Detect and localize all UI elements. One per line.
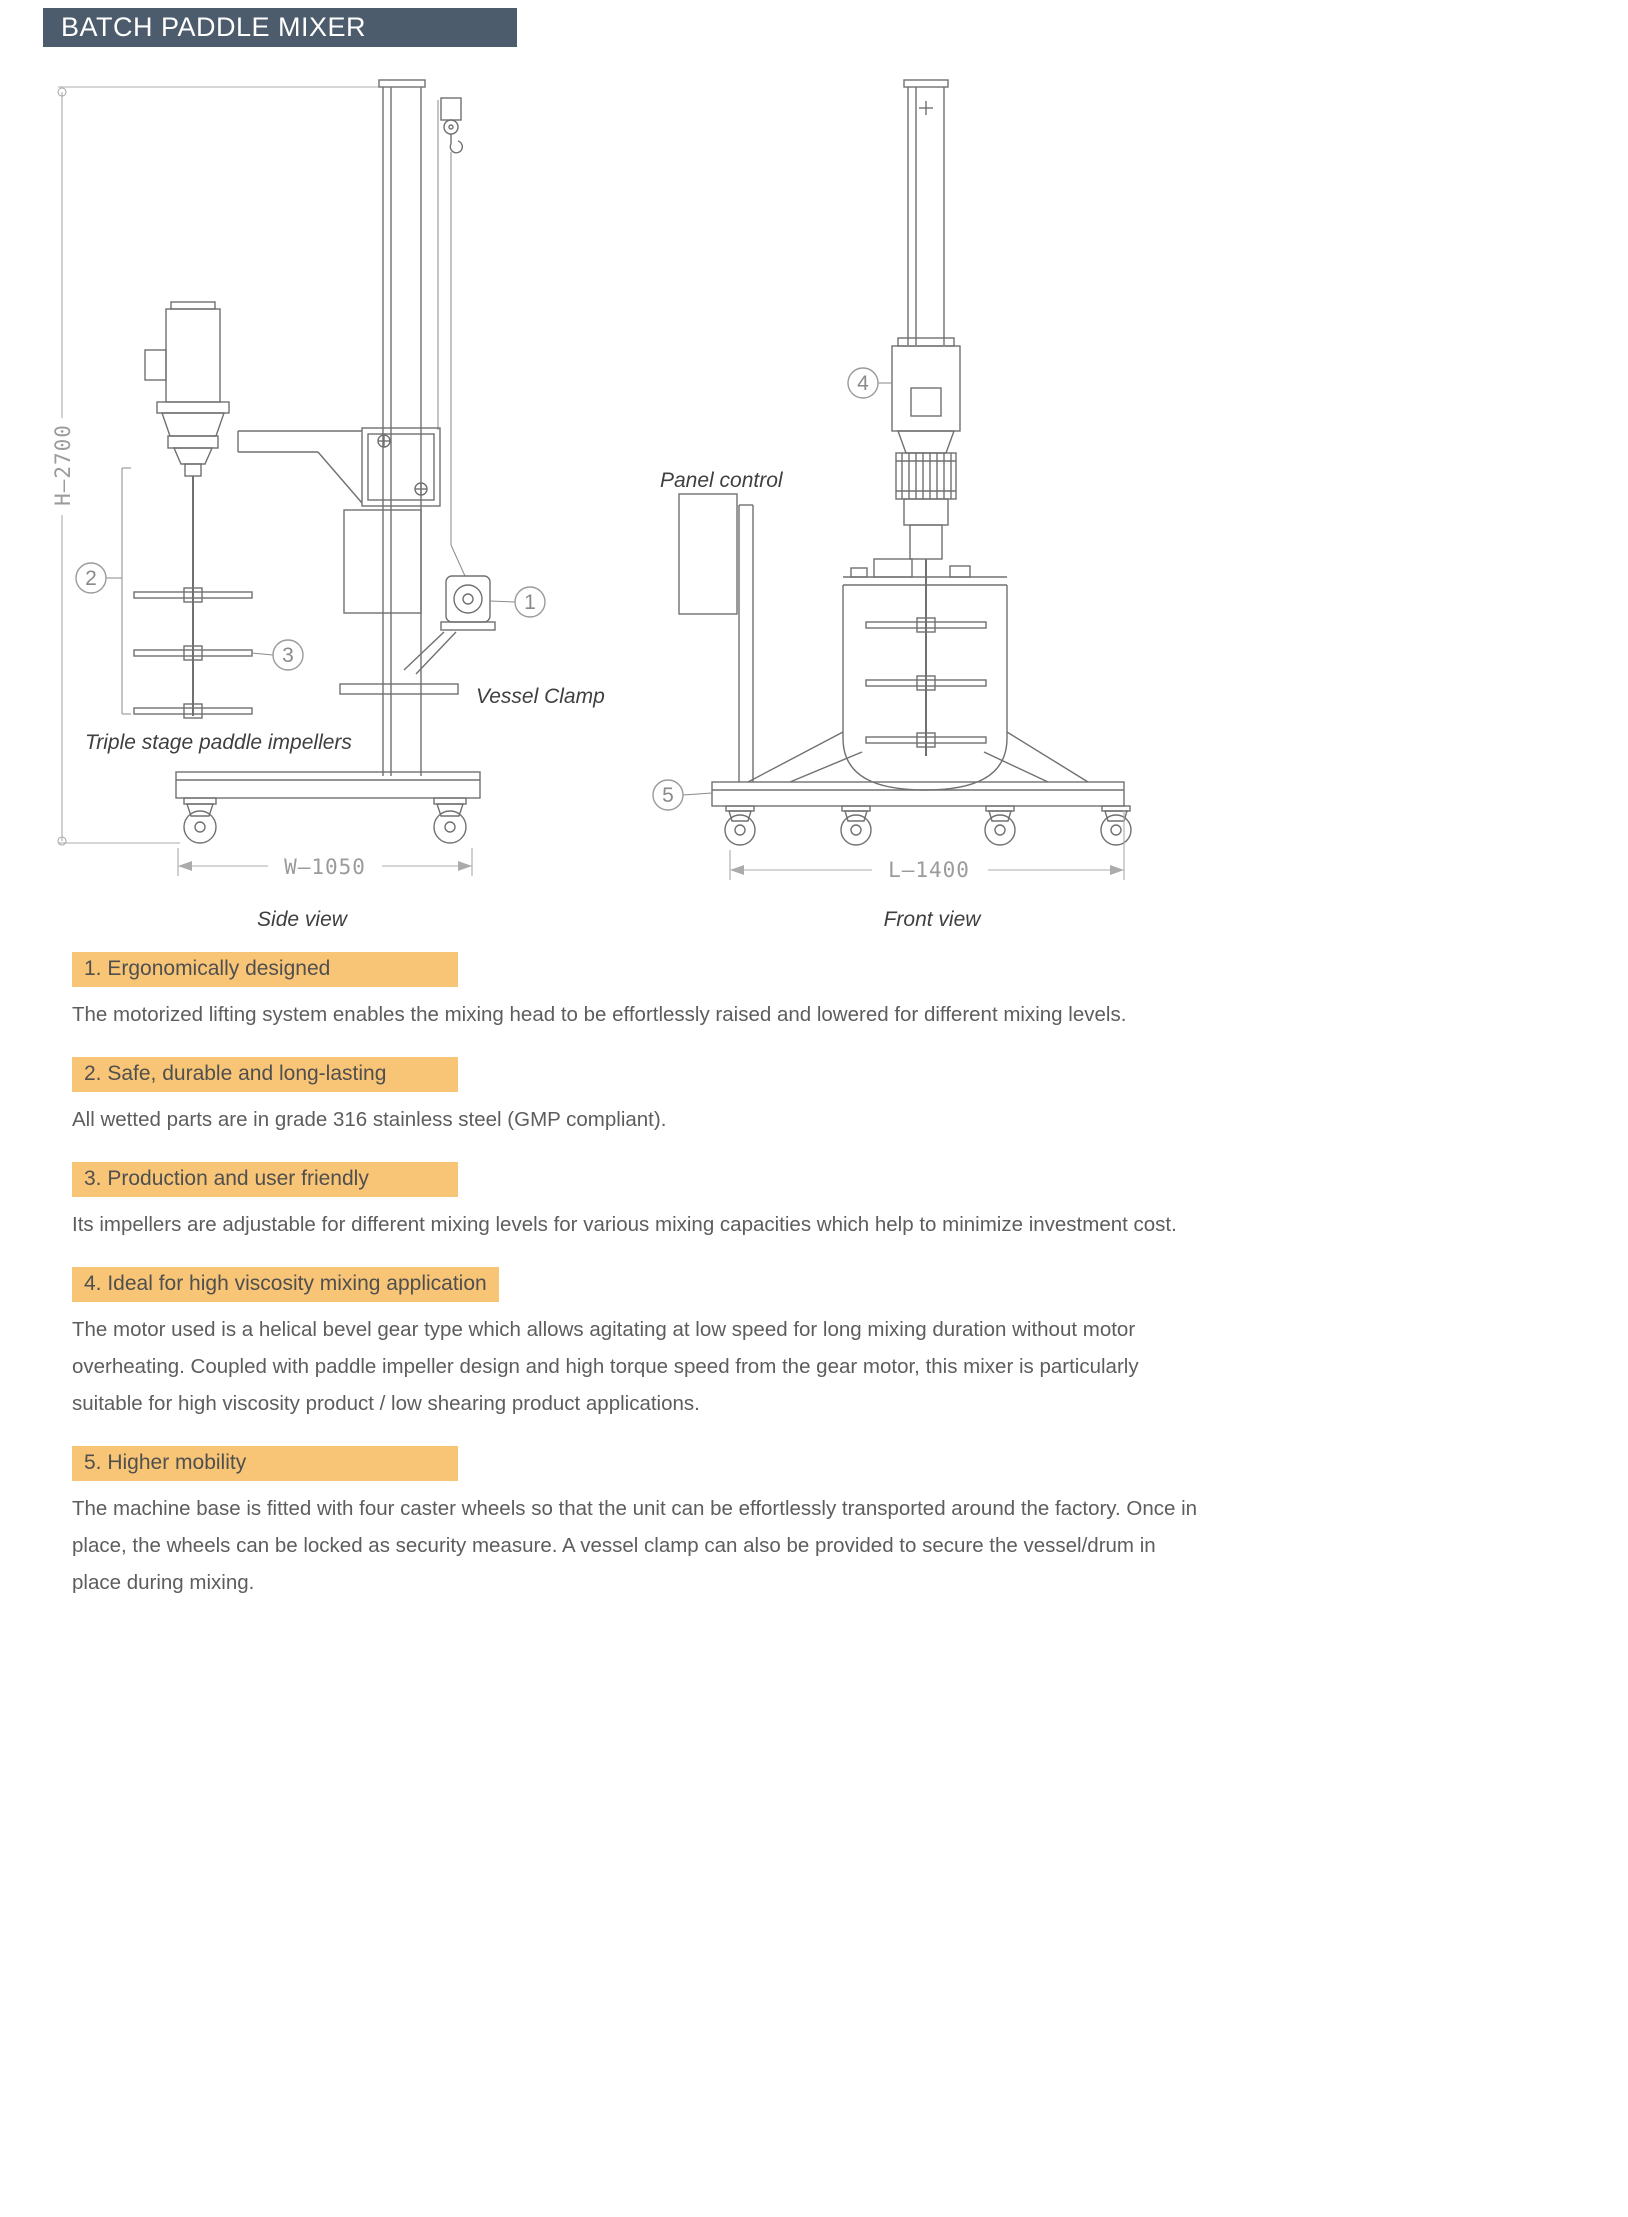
dimension-height (57, 86, 384, 846)
front-caster-1 (724, 805, 756, 846)
feature-heading-2: 2. Safe, durable and long-lasting (72, 1057, 458, 1092)
callout-5: 5 (652, 779, 713, 811)
front-caster-2 (840, 805, 872, 846)
front-view-drawing: Panel control (652, 79, 1132, 931)
feature-body-3: Its impellers are adjustable for differe… (72, 1213, 1177, 1236)
feature-heading-5: 5. Higher mobility (72, 1446, 458, 1481)
feature-heading-text: 3. Production and user friendly (84, 1167, 369, 1190)
feature-item-4: 4. Ideal for high viscosity mixing appli… (72, 1267, 1222, 1422)
feature-heading-text: 2. Safe, durable and long-lasting (84, 1062, 387, 1085)
feature-item-2: 2. Safe, durable and long-lasting All we… (72, 1057, 1222, 1138)
vessel-clamp-arm (339, 683, 459, 695)
lifting-winch (403, 575, 496, 675)
impeller-span-bracket (121, 467, 131, 715)
side-view-caption: Side view (257, 908, 349, 931)
features-section: 1. Ergonomically designed The motorized … (72, 952, 1222, 1625)
svg-text:2: 2 (85, 567, 97, 590)
feature-body-4: The motor used is a helical bevel gear t… (72, 1318, 1139, 1415)
callout-2: 2 (75, 562, 122, 594)
side-caster-right (433, 797, 467, 844)
mixer-arm (237, 430, 363, 504)
front-caster-4 (1100, 805, 1132, 846)
vessel-clamp-label: Vessel Clamp (476, 685, 605, 708)
dim-width-label: W–1050 (284, 855, 366, 879)
front-impellers (865, 617, 987, 748)
front-caster-3 (984, 805, 1016, 846)
feature-body-1: The motorized lifting system enables the… (72, 1003, 1127, 1026)
feature-heading-3: 3. Production and user friendly (72, 1162, 458, 1197)
feature-heading-text: 5. Higher mobility (84, 1451, 247, 1474)
front-mast (903, 79, 949, 345)
dim-length-label: L–1400 (888, 858, 970, 882)
control-panel-box (678, 493, 754, 782)
svg-text:3: 3 (282, 644, 294, 667)
feature-body-2: All wetted parts are in grade 316 stainl… (72, 1108, 667, 1131)
svg-text:5: 5 (662, 784, 674, 807)
feature-item-3: 3. Production and user friendly Its impe… (72, 1162, 1222, 1243)
dim-height-label: H–2700 (51, 424, 75, 506)
svg-text:1: 1 (524, 591, 536, 614)
feature-heading-text: 1. Ergonomically designed (84, 957, 331, 980)
dimension-width (177, 848, 473, 876)
feature-heading-1: 1. Ergonomically designed (72, 952, 458, 987)
side-impellers (133, 587, 253, 719)
page-title: BATCH PADDLE MIXER (61, 12, 367, 42)
impellers-label: Triple stage paddle impellers (85, 731, 352, 754)
technical-drawing: H–2700 (51, 79, 1132, 931)
panel-control-label: Panel control (660, 469, 784, 492)
side-column (378, 79, 426, 776)
feature-heading-text: 4. Ideal for high viscosity mixing appli… (84, 1272, 487, 1295)
hoist-pulley (437, 97, 466, 577)
vessel-drum (842, 558, 1008, 791)
side-base (175, 771, 481, 799)
dimension-length (729, 810, 1125, 880)
side-caster-left (183, 797, 217, 844)
callout-4: 4 (847, 367, 892, 399)
feature-heading-4: 4. Ideal for high viscosity mixing appli… (72, 1267, 499, 1302)
feature-body-5: The machine base is fitted with four cas… (72, 1497, 1198, 1594)
lifting-carriage (343, 427, 441, 614)
side-view-drawing: H–2700 (51, 79, 605, 931)
callout-1: 1 (489, 586, 546, 618)
side-motor-head (144, 301, 230, 716)
front-motor (891, 337, 961, 432)
feature-item-1: 1. Ergonomically designed The motorized … (72, 952, 1222, 1033)
front-gear-drive (895, 430, 957, 756)
feature-item-5: 5. Higher mobility The machine base is f… (72, 1446, 1222, 1601)
page-title-bar: BATCH PADDLE MIXER (43, 8, 517, 47)
svg-text:4: 4 (857, 372, 869, 395)
front-view-caption: Front view (884, 908, 983, 931)
front-base (711, 731, 1125, 807)
callout-3: 3 (251, 639, 304, 671)
